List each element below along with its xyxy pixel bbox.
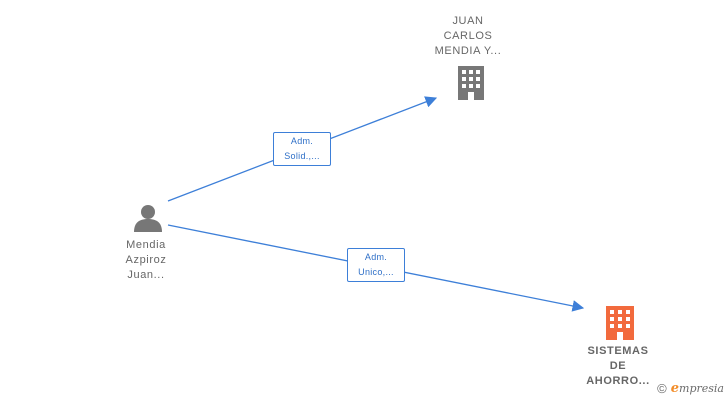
company-bottom-label-line: SISTEMAS (587, 345, 649, 357)
person-label-line: Mendia (126, 239, 166, 251)
company-top-label-line: MENDIA Y... (434, 45, 502, 57)
company-top-label[interactable]: JUAN CARLOS MENDIA Y... (418, 14, 518, 59)
company-bottom-label-line: AHORRO... (586, 375, 650, 387)
empresia-watermark: © e mpresia (657, 381, 724, 396)
person-label-line: Juan... (127, 269, 165, 281)
person-label-line: Azpiroz (125, 254, 167, 266)
brand-initial: e (670, 381, 680, 396)
copyright-symbol: © (657, 381, 667, 396)
edge-label-line: Unico,... (358, 267, 394, 277)
edge-label-to-top[interactable]: Adm. Solid.,... (273, 132, 331, 166)
company-top-label-line: JUAN (452, 15, 484, 27)
company-top-label-line: CARLOS (443, 30, 493, 42)
edge-label-line: Adm. (290, 136, 314, 146)
building-icon[interactable] (458, 66, 484, 100)
edge-label-line: Solid.,... (284, 151, 320, 161)
building-icon[interactable] (606, 306, 634, 340)
edge-label-to-bottom[interactable]: Adm. Unico,... (347, 248, 405, 282)
person-icon[interactable] (134, 205, 162, 232)
company-bottom-label[interactable]: SISTEMAS DE AHORRO... (568, 344, 668, 389)
edge-label-line: Adm. (364, 252, 388, 262)
brand-name: mpresia (679, 382, 724, 395)
company-bottom-label-line: DE (609, 360, 627, 372)
person-label[interactable]: Mendia Azpiroz Juan... (106, 238, 186, 283)
